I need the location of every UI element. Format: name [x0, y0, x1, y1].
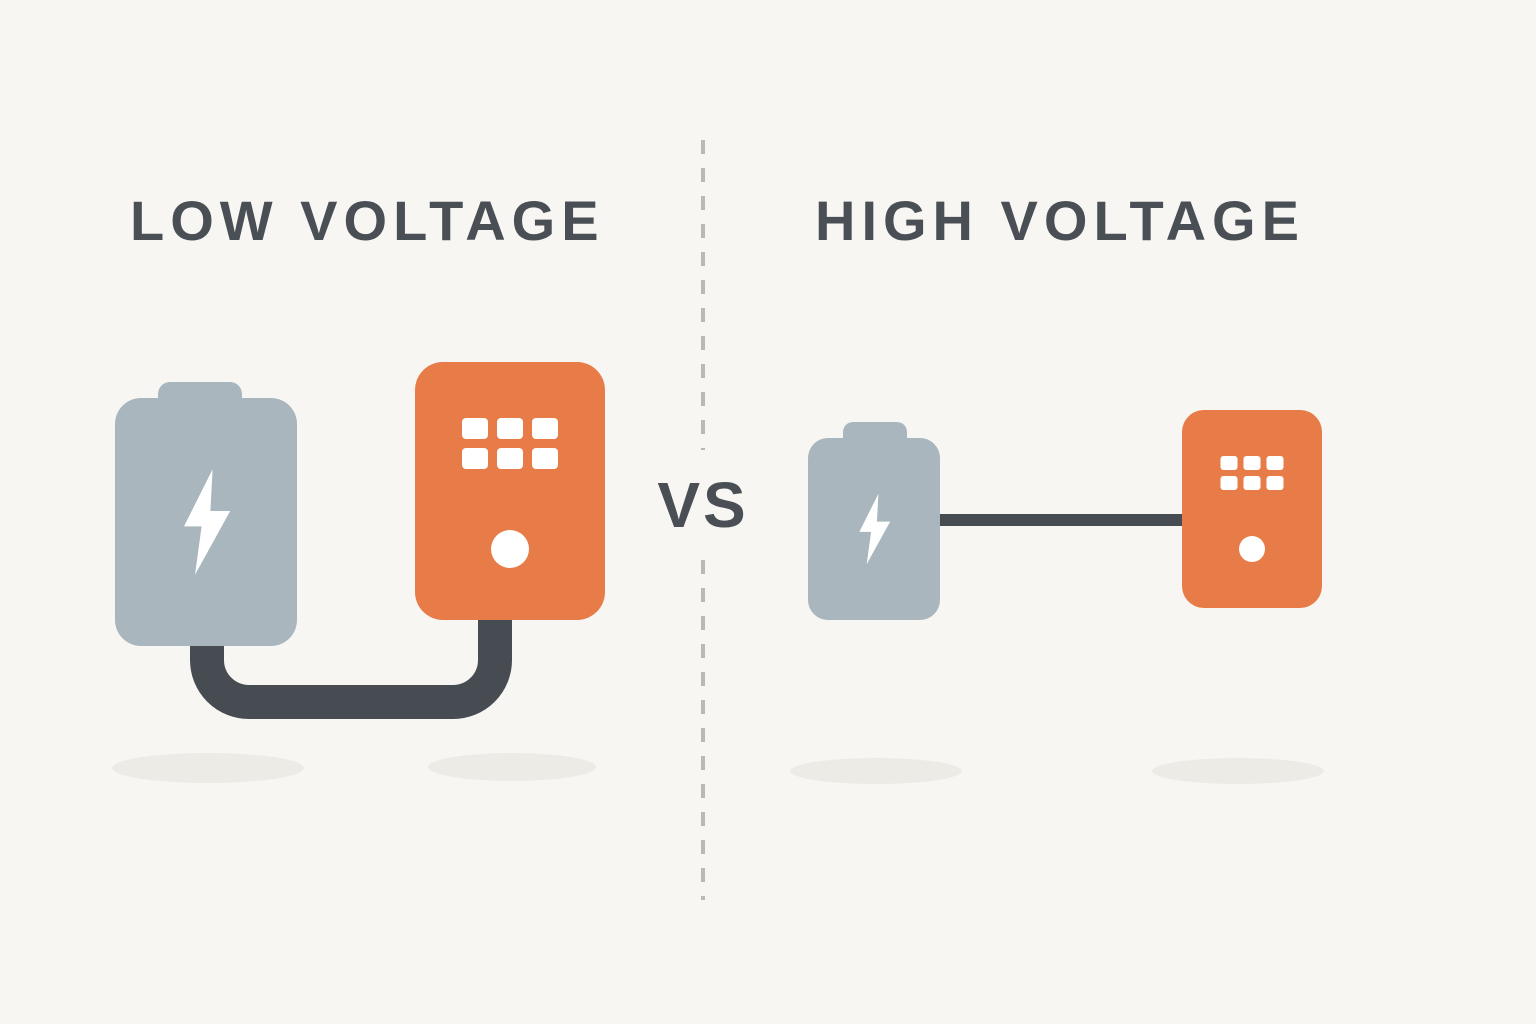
right-battery-icon — [808, 438, 940, 620]
low-voltage-title: LOW VOLTAGE — [130, 189, 605, 252]
keypad-grid-icon — [1220, 456, 1284, 490]
lightning-bolt-icon — [184, 469, 231, 575]
keypad-grid-icon — [462, 418, 558, 469]
left-battery-shadow — [112, 753, 304, 783]
left-charger-icon — [415, 362, 605, 620]
left-battery-icon — [115, 398, 297, 646]
right-charger-icon — [1182, 410, 1322, 608]
indicator-dot-icon — [1239, 536, 1265, 562]
right-cable — [930, 514, 1188, 526]
left-charger-shadow — [428, 753, 596, 781]
high-voltage-title: HIGH VOLTAGE — [815, 189, 1305, 252]
indicator-dot-icon — [491, 530, 529, 568]
lightning-bolt-icon — [859, 493, 891, 565]
right-battery-shadow — [790, 758, 962, 784]
right-charger-shadow — [1152, 758, 1324, 784]
vs-label: VS — [651, 450, 755, 560]
